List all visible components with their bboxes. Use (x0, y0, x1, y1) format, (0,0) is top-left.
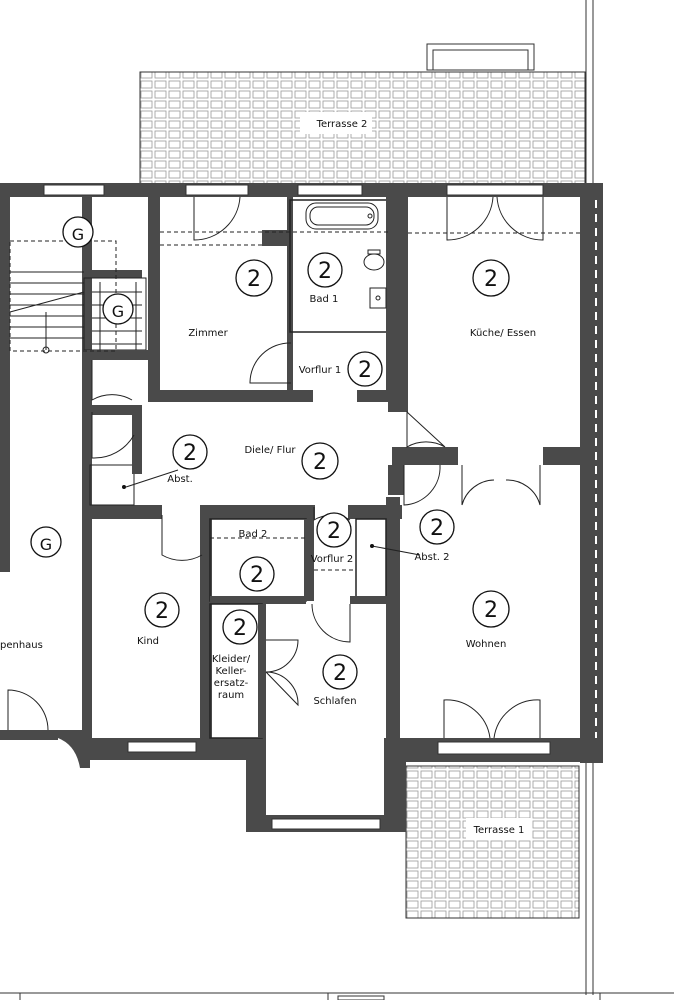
badge-kleider-text: 2 (233, 616, 247, 641)
terrace-1 (405, 765, 580, 919)
label-vorflur1: Vorflur 1 (299, 365, 342, 376)
badge-bad1-text: 2 (318, 259, 332, 284)
badge-abst (172, 434, 208, 470)
interior-walls (82, 197, 583, 745)
label-kind: Kind (137, 636, 159, 647)
label-kleider-2: Keller- (215, 666, 246, 677)
badge-bad1 (307, 252, 343, 288)
label-abst: Abst. (167, 474, 193, 485)
badge-abst2-text: 2 (430, 516, 444, 541)
label-terrasse1: Terrasse 1 (473, 825, 525, 836)
doors (7, 196, 544, 739)
badge-vorflur2 (316, 512, 352, 548)
label-kleider-4: raum (218, 690, 244, 701)
badge-schlafen-text: 2 (333, 661, 347, 686)
label-schlafen: Schlafen (313, 696, 356, 707)
badge-g-top-text: G (72, 225, 84, 244)
label-terrasse2: Terrasse 2 (316, 119, 368, 130)
badge-vorflur1-text: 2 (358, 358, 372, 383)
badge-zimmer-text: 2 (247, 267, 261, 292)
room-labels: Terrasse 2 Terrasse 1 Zimmer Bad 1 Vorfl… (0, 119, 536, 836)
label-diele: Diele/ Flur (244, 445, 296, 456)
label-kleider-3: ersatz- (214, 678, 249, 689)
badge-g-top (62, 216, 94, 248)
badge-bad2-text: 2 (250, 563, 264, 588)
terrace-2 (139, 43, 586, 185)
badge-kind (144, 592, 180, 628)
label-bad1: Bad 1 (310, 294, 339, 305)
label-abst2: Abst. 2 (414, 552, 449, 563)
badge-kleider (222, 609, 258, 645)
walls (0, 183, 603, 832)
badge-bad2 (239, 556, 275, 592)
badge-schlafen (322, 654, 358, 690)
badge-zimmer (235, 259, 273, 297)
badge-kind-text: 2 (155, 599, 169, 624)
label-bad2: Bad 2 (239, 529, 268, 540)
badge-g-stair (102, 293, 134, 325)
badge-g-hall-text: G (40, 535, 52, 554)
badge-abst-text: 2 (183, 441, 197, 466)
badge-wohnen (472, 590, 510, 628)
badge-diele-text: 2 (313, 450, 327, 475)
badge-g-stair-text: G (112, 302, 124, 321)
badge-abst2 (419, 509, 455, 545)
badge-vorflur2-text: 2 (327, 519, 341, 544)
label-kueche: Küche/ Essen (470, 328, 536, 339)
bath-fixtures (305, 202, 387, 309)
label-kleider-1: Kleider/ (212, 654, 251, 665)
badge-kueche-text: 2 (484, 267, 498, 292)
badge-wohnen-text: 2 (484, 598, 498, 623)
label-vorflur2: Vorflur 2 (311, 554, 354, 565)
label-zimmer: Zimmer (188, 328, 228, 339)
badge-diele (301, 442, 339, 480)
label-wohnen: Wohnen (466, 639, 507, 650)
room-badges: G G G 2 2 2 2 2 2 2 2 2 2 2 2 2 (30, 216, 510, 690)
label-treppenhaus: penhaus (0, 640, 43, 651)
badge-g-hall (30, 526, 62, 558)
badge-vorflur1 (347, 351, 383, 387)
badge-kueche (472, 259, 510, 297)
